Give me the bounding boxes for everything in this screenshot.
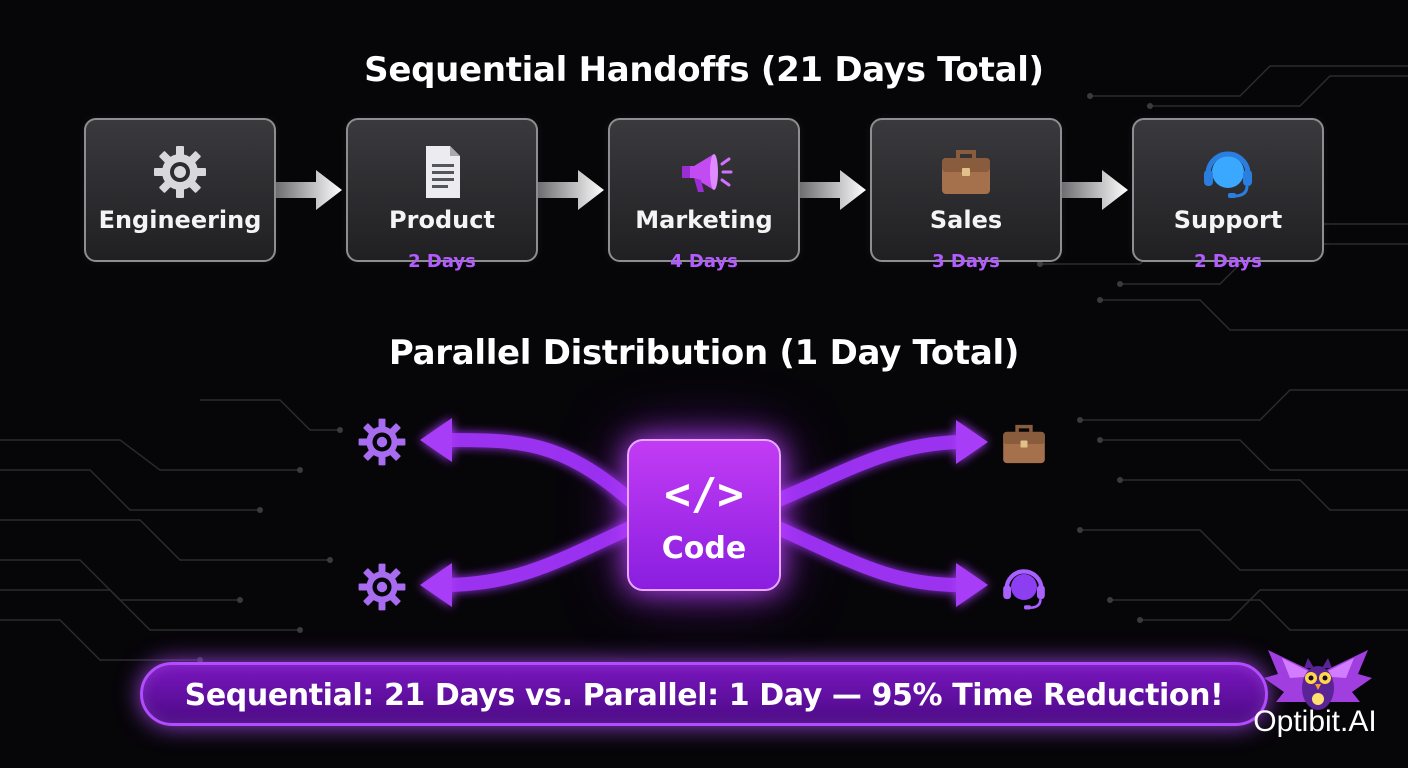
- stage-label: Sales: [929, 206, 1003, 234]
- stage-days-marketing: 4 Days: [670, 251, 738, 272]
- briefcase-icon: [942, 150, 990, 194]
- stage-marketing: Marketing: [608, 118, 800, 262]
- flow-arrow-to-second-gear: [439, 521, 637, 592]
- headset-icon: [1204, 151, 1252, 198]
- stage-label: Engineering: [98, 206, 262, 234]
- stage-sales: Sales: [870, 118, 1062, 262]
- stage-label: Product: [389, 206, 495, 234]
- gear-icon: [154, 146, 206, 198]
- gear-icon: [358, 563, 406, 611]
- handoff-arrow-icon: [800, 170, 866, 210]
- code-hub: </> Code: [627, 439, 781, 591]
- sequential-title: Sequential Handoffs (21 Days Total): [364, 50, 1044, 90]
- flow-arrow-to-support: [771, 521, 967, 592]
- headset-icon: [1003, 569, 1045, 610]
- stage-product: Product: [346, 118, 538, 262]
- summary-banner: Sequential: 21 Days vs. Parallel: 1 Day …: [140, 662, 1268, 726]
- gear-icon: [358, 418, 406, 466]
- owl-logo-icon: [1264, 650, 1372, 710]
- handoff-arrow-icon: [1062, 170, 1128, 210]
- document-icon: [426, 146, 460, 198]
- handoff-arrow-icon: [538, 170, 604, 210]
- parallel-title: Parallel Distribution (1 Day Total): [388, 333, 1020, 373]
- stage-support: Support: [1132, 118, 1324, 262]
- flow-arrow-to-engineering: [439, 433, 637, 507]
- code-label: Code: [661, 531, 747, 566]
- summary-text: Sequential: 21 Days vs. Parallel: 1 Day …: [184, 678, 1224, 713]
- handoff-arrow-icon: [276, 170, 342, 210]
- flow-arrow-to-sales: [771, 435, 967, 507]
- stage-days-product: 2 Days: [408, 251, 476, 272]
- megaphone-icon: [682, 154, 733, 192]
- code-icon: </>: [664, 469, 744, 520]
- brand-name: Optibit.AI: [1253, 705, 1377, 738]
- stage-label: Marketing: [635, 206, 773, 234]
- stage-label: Support: [1173, 206, 1283, 234]
- stage-engineering: Engineering: [84, 118, 276, 262]
- stage-days-support: 2 Days: [1194, 251, 1262, 272]
- briefcase-icon: [1003, 424, 1045, 464]
- stage-days-sales: 3 Days: [932, 251, 1000, 272]
